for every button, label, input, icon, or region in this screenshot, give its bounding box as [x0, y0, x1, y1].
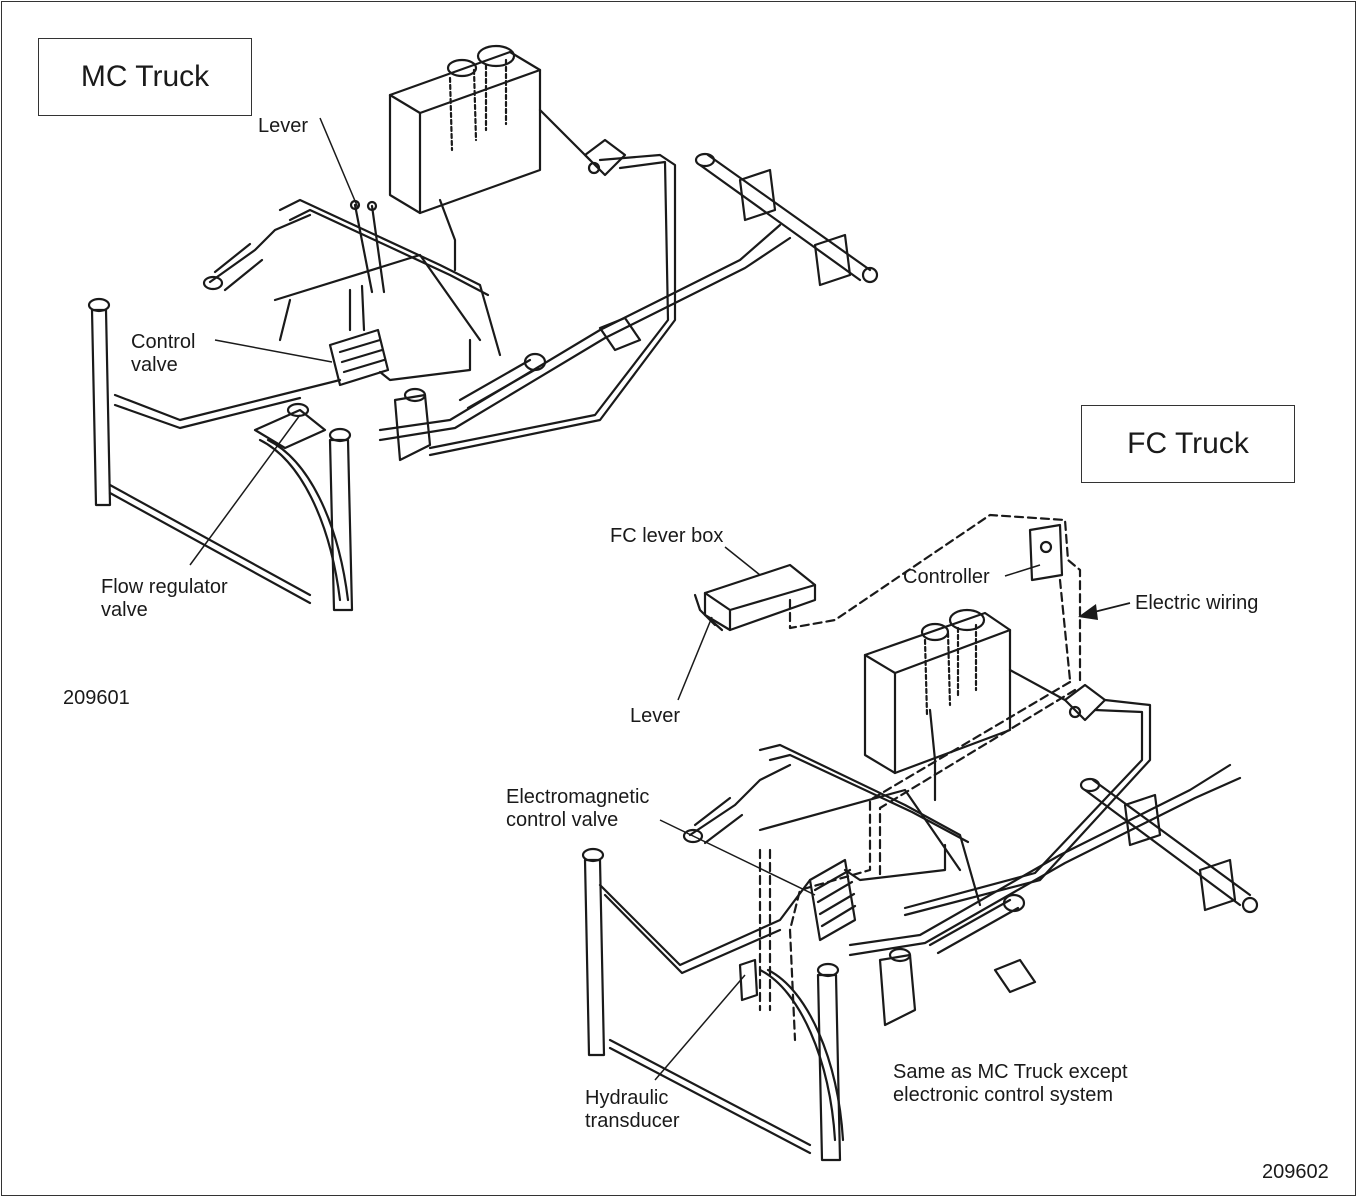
fc-lever-box	[693, 563, 817, 632]
mc-lever	[349, 199, 386, 294]
fc-em-valve-label-2: control valve	[506, 809, 619, 831]
fc-pump	[1063, 683, 1107, 722]
mc-flow-regulator-label-2: valve	[101, 599, 148, 621]
leader-mc-control-valve	[214, 339, 333, 363]
fc-controller-label: Controller	[903, 566, 990, 588]
fc-hydraulic-tank	[863, 608, 1012, 775]
fc-figure-number: 209602	[1262, 1161, 1329, 1183]
leader-fc-em-valve	[659, 819, 816, 896]
fc-controller	[1028, 523, 1064, 582]
fc-truck-title: FC Truck	[1081, 405, 1295, 483]
mc-pipe-clamp	[598, 316, 642, 352]
mc-control-valve-label-1: Control	[131, 331, 196, 353]
mc-tilt-cylinder	[202, 213, 312, 292]
fc-steering-valve	[878, 947, 917, 1027]
leader-fc-transducer	[654, 974, 746, 1081]
mc-right-cylinder	[458, 352, 547, 410]
fc-transducer-label-2: transducer	[585, 1110, 680, 1132]
fc-em-valve-label-1: Electromagnetic	[506, 786, 650, 808]
mc-pipes	[108, 108, 792, 605]
leader-fc-lever	[677, 616, 713, 701]
fc-tilt-cylinder	[682, 763, 792, 845]
fc-note-line-2: electronic control system	[893, 1084, 1114, 1106]
mc-figure-number: 209601	[63, 687, 130, 709]
mc-mast-cylinders	[87, 297, 354, 612]
fc-right-cylinder	[928, 893, 1026, 955]
fc-note-line-1: Same as MC Truck except	[893, 1061, 1128, 1083]
mc-control-valve	[328, 328, 390, 387]
mc-pump	[583, 138, 627, 177]
mc-steer-axle	[694, 152, 879, 287]
fc-lever-box-label: FC lever box	[610, 525, 724, 547]
fc-transducer-label-1: Hydraulic	[585, 1087, 669, 1109]
fc-pipes	[598, 668, 1242, 1155]
mc-flow-regulator-valve	[253, 402, 327, 450]
fc-lever-label: Lever	[630, 705, 681, 727]
fc-mast-cylinders	[581, 847, 842, 1162]
leader-fc-controller	[1004, 564, 1041, 577]
fc-pipe-clamp	[993, 958, 1037, 994]
electric-wiring-arrow	[1078, 602, 1131, 620]
leader-mc-flow-regulator	[189, 414, 301, 566]
fc-hydraulic-transducer	[738, 958, 759, 1002]
fc-electric-wiring-label: Electric wiring	[1135, 592, 1259, 614]
mc-flow-regulator-label-1: Flow regulator	[101, 576, 228, 598]
mc-hydraulic-tank	[388, 44, 542, 215]
mc-lever-label: Lever	[258, 115, 309, 137]
leader-mc-lever	[319, 117, 359, 209]
mc-control-valve-label-2: valve	[131, 354, 178, 376]
fc-steer-axle	[1079, 777, 1259, 914]
mc-steering-valve	[393, 387, 432, 462]
fc-electric-wiring	[758, 513, 1082, 1042]
mc-truck-title: MC Truck	[38, 38, 252, 116]
fc-em-control-valve	[808, 858, 857, 942]
leader-fc-lever-box	[724, 546, 761, 576]
